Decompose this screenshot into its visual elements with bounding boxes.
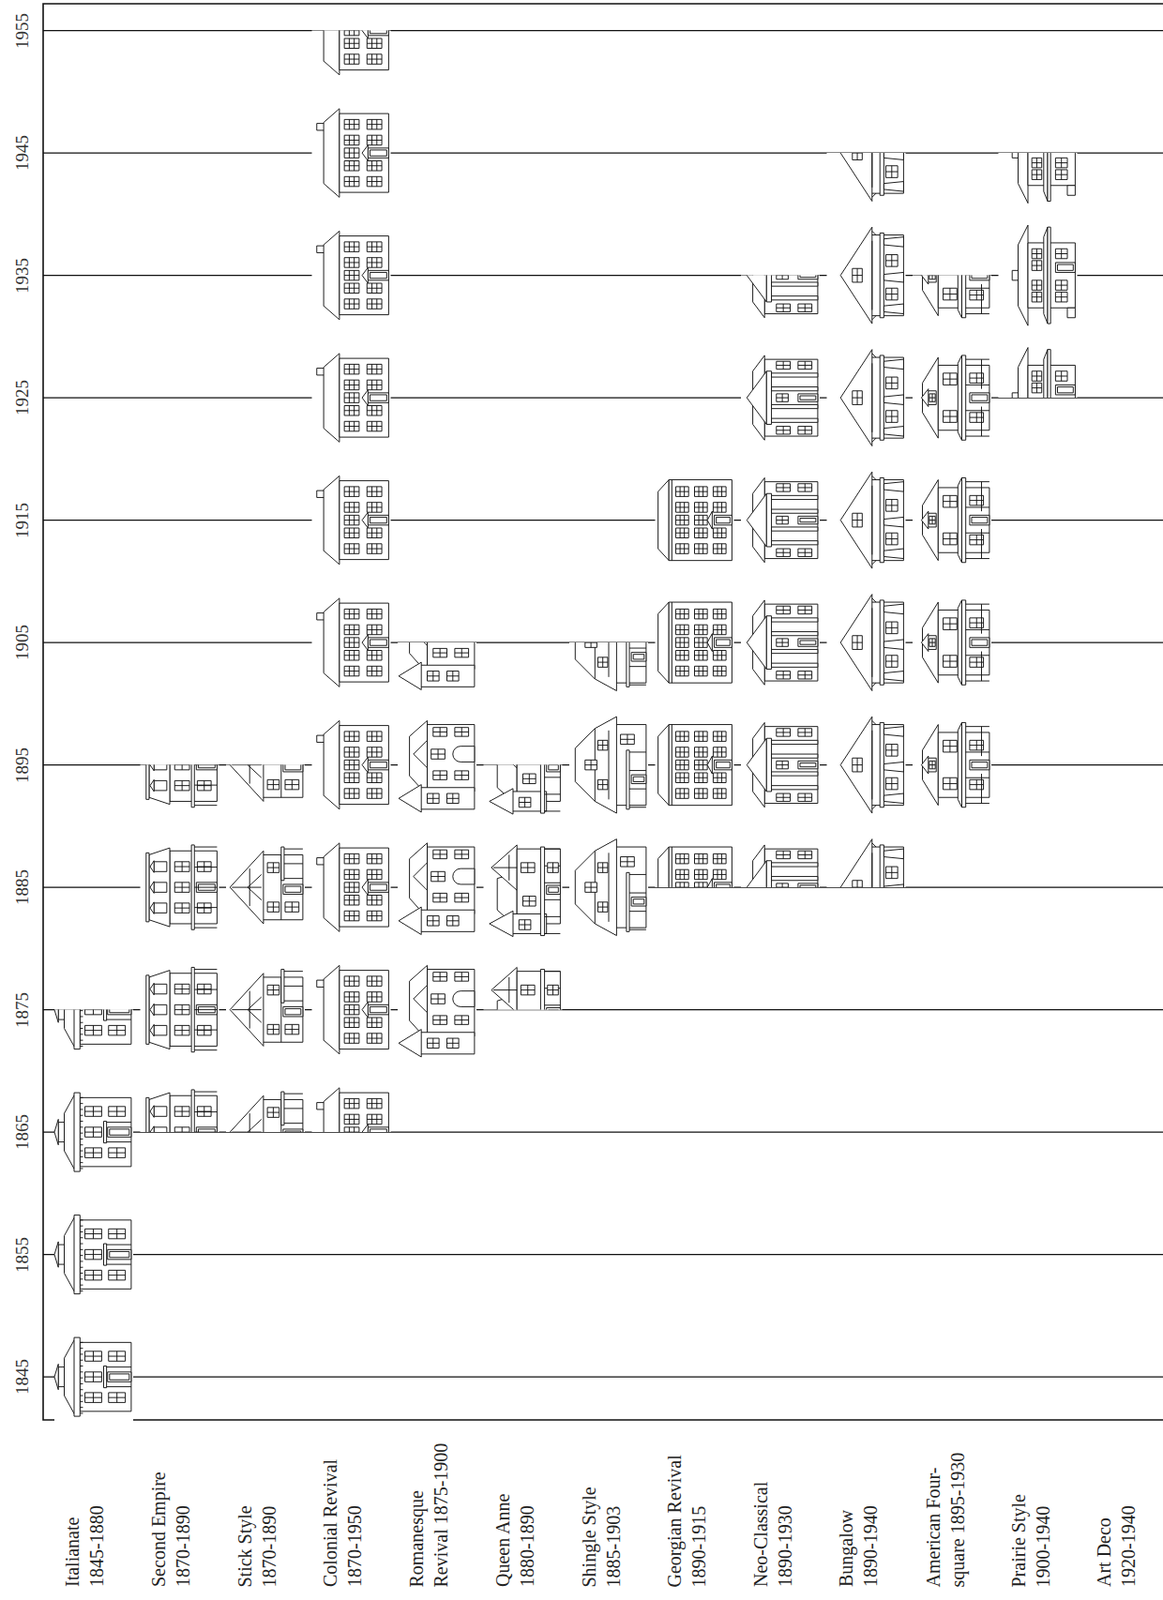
year-label: 1955: [12, 13, 33, 49]
style-label: Romanesque Revival 1875-1900: [404, 1439, 454, 1587]
house-icon: [827, 710, 907, 820]
frame: [43, 3, 1163, 1420]
year-label: 1855: [12, 1237, 33, 1273]
style-label: Italianate 1845-1880: [60, 1502, 109, 1587]
house-icon: [912, 343, 992, 453]
house-icon: [226, 832, 305, 942]
house-icon: [655, 710, 735, 820]
house-icon: [912, 588, 992, 697]
house-icon: [740, 710, 820, 820]
house-icon: [655, 466, 735, 575]
house-icon: [569, 710, 649, 820]
house-icon: [655, 588, 735, 697]
house-icon: [226, 765, 305, 820]
house-icon: [312, 588, 392, 697]
house-icons: [54, 0, 1078, 1432]
house-icon: [827, 152, 907, 208]
house-icon: [655, 832, 735, 888]
year-label: 1865: [12, 1114, 33, 1150]
style-label: Georgian Revival 1890-1915: [662, 1450, 711, 1587]
house-icon: [397, 832, 477, 942]
house-icon: [140, 832, 220, 942]
house-icon: [312, 466, 392, 575]
house-icon: [912, 710, 992, 820]
year-label: 1845: [12, 1359, 33, 1395]
style-label: Colonial Revival 1870-1950: [317, 1455, 367, 1587]
year-gridlines: [43, 30, 1163, 1378]
style-label: Second Empire 1870-1890: [146, 1468, 196, 1587]
house-icon: [397, 642, 477, 697]
house-icon: [312, 832, 392, 942]
house-icon: [140, 765, 220, 820]
house-icon: [569, 642, 649, 697]
house-icon: [54, 1200, 134, 1310]
house-icon: [312, 1077, 392, 1133]
year-label: 1875: [12, 992, 33, 1028]
house-icon: [827, 832, 907, 888]
house-icon: [312, 98, 392, 208]
house-icon: [54, 1010, 134, 1065]
house-icon: [912, 275, 992, 331]
style-label: Bungalow 1890-1940: [833, 1502, 883, 1587]
house-icon: [569, 832, 649, 942]
year-label: 1905: [12, 624, 33, 661]
house-icon: [226, 1077, 305, 1133]
house-icon: [998, 343, 1078, 398]
house-icon: [140, 1077, 220, 1133]
style-label: Stick Style 1870-1890: [231, 1501, 281, 1587]
house-icon: [740, 466, 820, 575]
house-icon: [827, 343, 907, 453]
house-icon: [740, 275, 820, 331]
house-icon: [312, 221, 392, 331]
year-label: 1915: [12, 502, 33, 539]
style-label: Shingle Style 1885-1903: [575, 1482, 625, 1587]
style-label: Prairie Style 1900-1940: [1006, 1490, 1056, 1587]
house-icon: [140, 955, 220, 1065]
style-label: American Four- square 1895-1930: [920, 1449, 969, 1587]
house-icon: [483, 955, 563, 1011]
house-icon: [998, 221, 1078, 331]
house-icon: [740, 588, 820, 697]
house-icon: [827, 221, 907, 331]
house-icon: [912, 466, 992, 575]
house-icon: [397, 955, 477, 1065]
house-icon: [483, 832, 563, 942]
year-label: 1945: [12, 135, 33, 171]
house-icon: [226, 955, 305, 1065]
year-label: 1885: [12, 869, 33, 906]
style-label: Neo-Classical 1890-1930: [748, 1478, 798, 1587]
house-icon: [827, 466, 907, 575]
house-icon: [740, 832, 820, 888]
house-icon: [54, 1322, 134, 1432]
house-icon: [312, 343, 392, 453]
house-icon: [312, 30, 392, 86]
style-label: Art Deco 1920-1940: [1091, 1502, 1141, 1587]
house-icon: [312, 710, 392, 820]
house-icon: [397, 710, 477, 820]
year-label: 1895: [12, 747, 33, 784]
house-icon: [998, 152, 1078, 208]
style-label: Queen Anne 1880-1890: [490, 1489, 540, 1587]
house-icon: [740, 343, 820, 453]
house-icon: [312, 955, 392, 1065]
year-label: 1935: [12, 257, 33, 294]
house-icon: [483, 765, 563, 820]
house-icon: [827, 588, 907, 697]
house-icon: [54, 1077, 134, 1187]
year-label: 1925: [12, 379, 33, 416]
